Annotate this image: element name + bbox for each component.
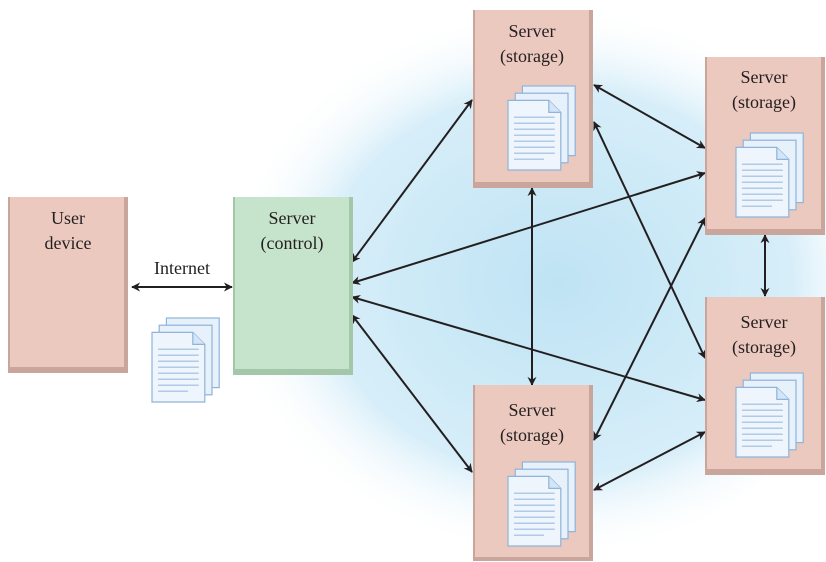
user-device-node: User device xyxy=(8,197,128,373)
user-device-label-line1: User xyxy=(51,208,85,228)
storage-lower-right-document-icon xyxy=(735,372,804,458)
edge-lower-right-bottom xyxy=(593,431,706,491)
internet-label: Internet xyxy=(154,258,210,278)
storage-bottom-document-icon xyxy=(507,461,576,547)
transit-document-icon xyxy=(151,317,220,403)
storage-lower-right-label-line2: (storage) xyxy=(732,337,796,358)
storage-server-bottom-node: Server (storage) xyxy=(473,385,593,561)
user-device-label-line2: device xyxy=(45,233,92,253)
storage-upper-right-document-icon xyxy=(735,132,804,218)
storage-upper-right-label-line2: (storage) xyxy=(732,92,796,113)
control-server-label-line2: (control) xyxy=(261,233,324,254)
storage-bottom-label-line2: (storage) xyxy=(500,425,564,446)
storage-bottom-label-line1: Server xyxy=(509,400,556,420)
storage-top-label-line1: Server xyxy=(509,21,556,41)
edge-upper-right-bottom xyxy=(593,217,706,441)
edge-control-storage-bottom xyxy=(351,314,473,473)
control-server-node: Server (control) xyxy=(233,197,353,375)
storage-top-document-icon xyxy=(507,85,576,171)
storage-server-lower-right-node: Server (storage) xyxy=(705,297,825,475)
storage-top-label-line2: (storage) xyxy=(500,46,564,67)
storage-server-upper-right-node: Server (storage) xyxy=(705,57,825,235)
storage-upper-right-label-line1: Server xyxy=(741,67,788,87)
storage-server-top-node: Server (storage) xyxy=(473,10,593,188)
connections xyxy=(131,84,770,491)
storage-lower-right-label-line1: Server xyxy=(741,312,788,332)
control-server-label-line1: Server xyxy=(269,208,316,228)
